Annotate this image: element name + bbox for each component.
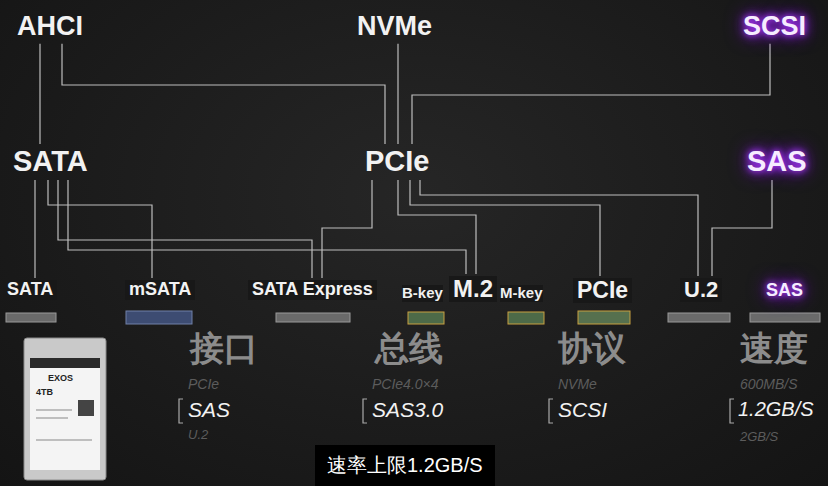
pcie-slot xyxy=(578,311,630,324)
connector-line xyxy=(62,44,385,144)
label-text: M.2 xyxy=(453,276,493,302)
label-text: SAS xyxy=(766,281,803,301)
interface-label: PCIe xyxy=(365,146,429,178)
faded-value: PCIe xyxy=(188,377,219,392)
bracket xyxy=(730,399,734,423)
label-text: NVMe xyxy=(357,12,432,42)
sas-connector xyxy=(750,313,820,322)
interface-label: SAS xyxy=(762,281,807,301)
connector-line xyxy=(34,180,35,278)
bracket xyxy=(549,399,553,423)
interface-label: PCIe xyxy=(573,278,632,303)
msata-card xyxy=(126,311,192,324)
hdd-capacity: 4TB xyxy=(36,388,53,398)
interface-label: NVMe xyxy=(357,12,432,42)
faded-value: U.2 xyxy=(188,428,208,442)
b-key-card xyxy=(408,312,444,324)
current-value: SAS3.0 xyxy=(372,398,443,421)
connector-line xyxy=(322,180,372,278)
label-text: PCIe xyxy=(577,278,628,303)
interface-label: SATA xyxy=(3,280,57,300)
current-value: SAS xyxy=(188,398,230,421)
connector-line xyxy=(68,180,466,274)
interface-label: SCSI xyxy=(743,12,806,42)
label-text: SAS xyxy=(747,146,807,178)
label-text: mSATA xyxy=(129,280,191,300)
label-text: SATA xyxy=(13,146,88,178)
faded-value: PCIe4.0×4 xyxy=(372,377,439,392)
interface-label: SATA Express xyxy=(248,280,377,300)
label-text: AHCI xyxy=(17,12,83,42)
bracket xyxy=(363,399,367,423)
connector-line xyxy=(58,180,312,278)
hdd-qr xyxy=(78,400,94,416)
subtitle: 速率上限1.2GB/S xyxy=(315,445,495,486)
interface-label: AHCI xyxy=(17,12,83,42)
hdd-text-line xyxy=(36,418,68,419)
key-label: M-key xyxy=(500,285,543,302)
interface-label: M.2 xyxy=(449,276,497,302)
faded-value: NVMe xyxy=(558,377,597,392)
connector-line xyxy=(48,180,152,278)
interface-label: SATA xyxy=(13,146,88,178)
interface-label: SAS xyxy=(747,146,807,178)
current-value: 1.2GB/S xyxy=(738,398,814,420)
column-heading: 总线 xyxy=(375,330,443,367)
hdd-text-line xyxy=(36,440,92,441)
current-value: SCSI xyxy=(558,398,607,421)
label-text: U.2 xyxy=(684,278,718,302)
column-heading: 协议 xyxy=(558,330,626,367)
connector-line xyxy=(712,180,772,276)
connector-line xyxy=(412,44,770,144)
connector-line xyxy=(789,44,792,144)
connector-line xyxy=(397,44,398,144)
hdd-text-line xyxy=(36,410,72,411)
hdd-label xyxy=(30,358,100,470)
label-text: PCIe xyxy=(365,146,429,178)
hdd-body xyxy=(24,338,106,480)
column-heading: 速度 xyxy=(740,330,808,367)
interface-label: mSATA xyxy=(125,280,195,300)
label-text: SATA Express xyxy=(252,280,373,300)
sata-connector xyxy=(6,313,56,322)
faded-value: 2GB/S xyxy=(740,430,778,444)
connector-line xyxy=(410,180,600,276)
connector-line xyxy=(789,180,792,279)
hdd-stripe xyxy=(30,358,100,368)
label-text: SATA xyxy=(7,280,53,300)
hdd-brand: EXOS xyxy=(48,374,73,384)
faded-value: 600MB/S xyxy=(740,377,798,392)
connector-line xyxy=(39,44,40,144)
label-text: SCSI xyxy=(743,12,806,42)
sata-express-connector xyxy=(276,313,350,322)
column-heading: 接口 xyxy=(190,330,258,367)
connector-line xyxy=(420,180,698,276)
m-key-card xyxy=(508,312,544,324)
bracket xyxy=(179,399,183,423)
key-label: B-key xyxy=(402,285,443,302)
interface-label: U.2 xyxy=(680,278,722,302)
u2-connector xyxy=(668,313,730,322)
